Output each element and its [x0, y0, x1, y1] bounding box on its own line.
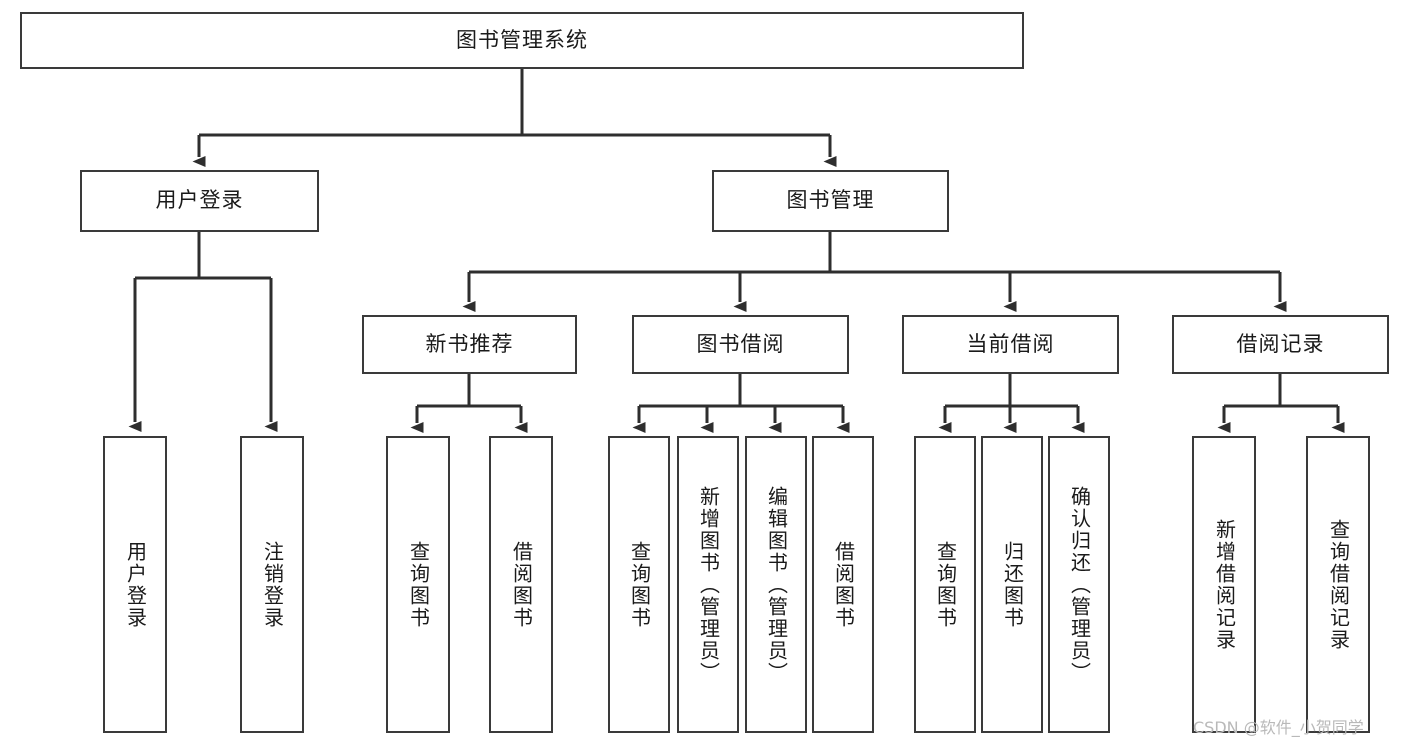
- node-label: 图书借阅: [696, 331, 785, 356]
- node-label: 新增借阅记录: [1212, 518, 1237, 651]
- leaf-borrow-edit-book-admin[interactable]: 编辑图书（管理员）: [745, 436, 807, 733]
- leaf-logout[interactable]: 注销登录: [240, 436, 304, 733]
- node-label: 图书管理: [786, 188, 875, 213]
- leaf-recommend-query-book[interactable]: 查询图书: [386, 436, 450, 733]
- node-label: 注销登录: [260, 540, 285, 629]
- node-label: 借阅记录: [1236, 331, 1325, 356]
- leaf-user-login[interactable]: 用户登录: [103, 436, 167, 733]
- leaf-current-return-book[interactable]: 归还图书: [981, 436, 1043, 733]
- leaf-borrow-add-book-admin[interactable]: 新增图书（管理员）: [677, 436, 739, 733]
- leaf-record-add-borrow-record[interactable]: 新增借阅记录: [1192, 436, 1256, 733]
- node-label: 查询图书: [933, 540, 958, 629]
- node-label: 当前借阅: [966, 331, 1055, 356]
- node-label: 编辑图书（管理员）: [764, 485, 789, 684]
- node-label: 图书管理系统: [456, 27, 588, 52]
- node-label: 用户登录: [155, 188, 244, 213]
- node-label: 查询图书: [627, 540, 652, 629]
- leaf-borrow-query-book[interactable]: 查询图书: [608, 436, 670, 733]
- leaf-record-query-borrow-record[interactable]: 查询借阅记录: [1306, 436, 1370, 733]
- leaf-current-confirm-return-admin[interactable]: 确认归还（管理员）: [1048, 436, 1110, 733]
- node-book-management[interactable]: 图书管理: [712, 170, 949, 232]
- node-current-borrow[interactable]: 当前借阅: [902, 315, 1119, 374]
- node-label: 借阅图书: [509, 540, 534, 629]
- node-label: 新增图书（管理员）: [696, 485, 721, 684]
- node-new-book-recommend[interactable]: 新书推荐: [362, 315, 577, 374]
- leaf-current-query-book[interactable]: 查询图书: [914, 436, 976, 733]
- node-label: 查询借阅记录: [1326, 518, 1351, 651]
- node-label: 新书推荐: [425, 331, 514, 356]
- node-label: 查询图书: [406, 540, 431, 629]
- node-root-system[interactable]: 图书管理系统: [20, 12, 1024, 69]
- node-borrow-record[interactable]: 借阅记录: [1172, 315, 1389, 374]
- leaf-borrow-borrow-book[interactable]: 借阅图书: [812, 436, 874, 733]
- node-label: 归还图书: [1000, 540, 1025, 629]
- node-user-login[interactable]: 用户登录: [80, 170, 319, 232]
- leaf-recommend-borrow-book[interactable]: 借阅图书: [489, 436, 553, 733]
- node-book-borrow[interactable]: 图书借阅: [632, 315, 849, 374]
- csdn-watermark: CSDN @软件_小贺同学: [1193, 718, 1364, 737]
- node-label: 用户登录: [123, 540, 148, 629]
- node-label: 确认归还（管理员）: [1067, 485, 1092, 684]
- node-label: 借阅图书: [831, 540, 856, 629]
